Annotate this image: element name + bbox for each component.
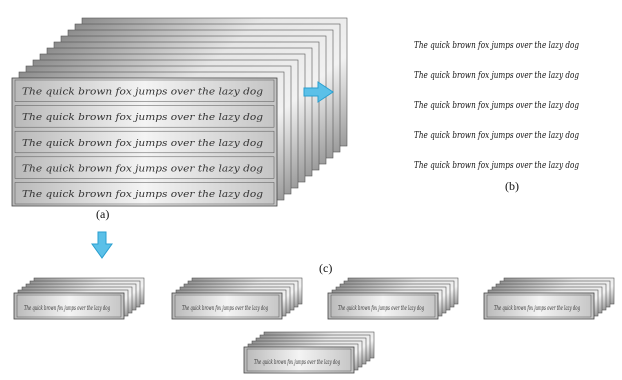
stack-a-line-box bbox=[14, 79, 275, 102]
small-stack-line-box bbox=[486, 294, 592, 318]
panel-label-b: (b) bbox=[505, 179, 519, 193]
small-stack-front-sheet bbox=[13, 292, 125, 320]
small-stack-handwriting-line: The quick brown fox jumps over the lazy … bbox=[254, 359, 340, 366]
stack-a-line-box bbox=[14, 105, 275, 128]
small-stack-front-sheet bbox=[483, 292, 595, 320]
panel-c-stacks: The quick brown fox jumps over the lazy … bbox=[13, 277, 615, 374]
stack-a-handwriting-line: The quick brown fox jumps over the lazy … bbox=[22, 113, 263, 123]
small-stack-handwriting-line: The quick brown fox jumps over the lazy … bbox=[182, 305, 268, 312]
small-stack-line-box bbox=[174, 294, 280, 318]
small-stack-5: The quick brown fox jumps over the lazy … bbox=[243, 331, 375, 374]
small-stack-front-sheet bbox=[327, 292, 439, 320]
panel-b-line: The quick brown fox jumps over the lazy … bbox=[414, 71, 579, 81]
small-stack-line-box bbox=[16, 294, 122, 318]
stack-a-line-box bbox=[14, 130, 275, 154]
panel-label-c: (c) bbox=[319, 261, 333, 275]
stack-a-handwriting-line: The quick brown fox jumps over the lazy … bbox=[22, 190, 263, 200]
small-stack-front-sheet bbox=[171, 292, 283, 320]
arrow-down-icon bbox=[91, 231, 113, 259]
small-stack-front-sheet bbox=[243, 346, 355, 374]
panel-b-handwriting: The quick brown fox jumps over the lazy … bbox=[414, 41, 579, 171]
panel-b-line: The quick brown fox jumps over the lazy … bbox=[414, 161, 579, 171]
stack-a-handwriting-line: The quick brown fox jumps over the lazy … bbox=[22, 164, 263, 174]
small-stack-2: The quick brown fox jumps over the lazy … bbox=[171, 277, 303, 320]
image-stack-a: The quick brown fox jumps over the lazy … bbox=[11, 17, 348, 207]
panel-label-a: (a) bbox=[96, 207, 110, 221]
small-stack-4: The quick brown fox jumps over the lazy … bbox=[483, 277, 615, 320]
small-stack-line-box bbox=[246, 348, 352, 372]
small-stack-handwriting-line: The quick brown fox jumps over the lazy … bbox=[494, 305, 580, 312]
stack-a-line-box bbox=[14, 156, 275, 179]
stack-a-handwriting-line: The quick brown fox jumps over the lazy … bbox=[22, 88, 263, 98]
stack-a-line-box bbox=[14, 182, 275, 205]
small-stack-handwriting-line: The quick brown fox jumps over the lazy … bbox=[338, 305, 424, 312]
panel-b-line: The quick brown fox jumps over the lazy … bbox=[414, 41, 579, 51]
small-stack-3: The quick brown fox jumps over the lazy … bbox=[327, 277, 459, 320]
small-stack-line-box bbox=[330, 294, 436, 318]
stack-a-front-sheet bbox=[11, 77, 278, 207]
arrow-right-icon bbox=[303, 81, 334, 103]
stack-a-handwriting-line: The quick brown fox jumps over the lazy … bbox=[22, 139, 263, 149]
panel-b-line: The quick brown fox jumps over the lazy … bbox=[414, 101, 579, 111]
small-stack-handwriting-line: The quick brown fox jumps over the lazy … bbox=[24, 305, 110, 312]
panel-b-line: The quick brown fox jumps over the lazy … bbox=[414, 131, 579, 141]
small-stack-1: The quick brown fox jumps over the lazy … bbox=[13, 277, 145, 320]
